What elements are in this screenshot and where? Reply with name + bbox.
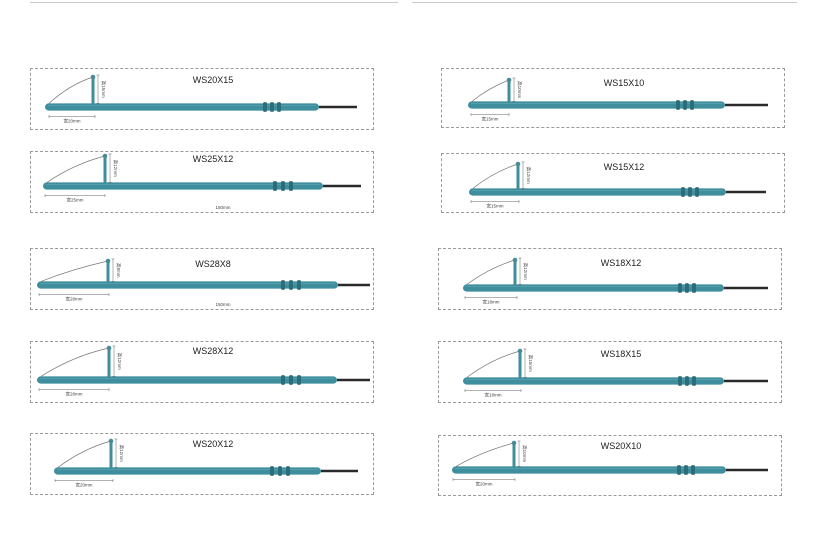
grip-ring bbox=[691, 465, 695, 475]
electrode-panel-ws25x12: 高12mm 宽25mm WS25X12 150mm bbox=[30, 151, 374, 213]
model-label: WS20X15 bbox=[192, 75, 234, 85]
cutting-wire bbox=[40, 260, 109, 282]
electrode-panel-ws18x15: 高15mm 宽18mm WS18X15 bbox=[438, 341, 782, 403]
width-label: 宽28mm bbox=[65, 296, 82, 303]
height-label: 高12mm bbox=[116, 353, 123, 370]
model-label: WS20X12 bbox=[192, 439, 234, 449]
cutting-wire bbox=[57, 440, 112, 468]
grip-ring bbox=[678, 376, 682, 386]
length-label: 150mm bbox=[215, 205, 231, 210]
cutting-wire bbox=[472, 163, 519, 189]
cutting-wire bbox=[466, 350, 521, 378]
grip-ring bbox=[685, 283, 689, 293]
width-label: 宽15mm bbox=[486, 203, 503, 210]
grip-ring bbox=[270, 102, 274, 112]
cutting-wire bbox=[471, 79, 510, 102]
top-divider-left bbox=[30, 2, 398, 3]
electrode-panel-ws20x10: 高10mm 宽20mm WS20X10 bbox=[438, 435, 782, 496]
grip-ring bbox=[676, 100, 680, 110]
electrode-shaft bbox=[469, 188, 726, 196]
electrode-drawing: 高12mm 宽28mm bbox=[37, 345, 370, 398]
electrode-panel-ws18x12: 高12mm 宽18mm WS18X12 bbox=[438, 248, 782, 310]
model-label: WS18X12 bbox=[600, 258, 642, 268]
model-label: WS15X12 bbox=[603, 162, 645, 172]
cutting-wire bbox=[466, 259, 516, 285]
height-label: 高10mm bbox=[521, 445, 528, 462]
grip-ring bbox=[690, 100, 694, 110]
model-label: WS28X12 bbox=[192, 346, 234, 356]
width-label: 宽25mm bbox=[66, 197, 83, 204]
grip-ring bbox=[289, 280, 293, 290]
grip-ring bbox=[677, 465, 681, 475]
grip-ring bbox=[297, 375, 301, 385]
grip-ring bbox=[263, 102, 267, 112]
model-label: WS20X10 bbox=[600, 441, 642, 451]
electrode-panel-ws15x12: 高12mm 宽15mm WS15X12 bbox=[441, 153, 785, 213]
grip-ring bbox=[297, 280, 301, 290]
grip-ring bbox=[692, 283, 696, 293]
grip-ring bbox=[281, 375, 285, 385]
grip-ring bbox=[692, 376, 696, 386]
model-label: WS28X8 bbox=[195, 259, 231, 269]
grip-ring bbox=[678, 283, 682, 293]
height-label: 高12mm bbox=[522, 263, 529, 280]
width-label: 宽18mm bbox=[482, 299, 499, 306]
electrode-drawing: 高12mm 宽25mm bbox=[43, 153, 361, 204]
grip-ring bbox=[289, 181, 293, 191]
grip-ring bbox=[685, 376, 689, 386]
electrode-drawing: 高15mm 宽18mm bbox=[463, 348, 768, 399]
cutting-wire bbox=[48, 76, 94, 104]
width-label: 宽20mm bbox=[75, 482, 92, 489]
width-label: 宽28mm bbox=[65, 391, 82, 398]
grip-ring bbox=[289, 375, 293, 385]
electrode-drawing: 高12mm 宽18mm bbox=[463, 257, 768, 306]
grip-ring bbox=[281, 181, 285, 191]
grip-ring bbox=[681, 187, 685, 197]
electrode-panel-ws28x12: 高12mm 宽28mm WS28X12 bbox=[30, 341, 374, 403]
model-label: WS15X10 bbox=[603, 78, 645, 88]
grip-ring bbox=[684, 465, 688, 475]
cutting-wire bbox=[455, 442, 515, 467]
width-label: 宽20mm bbox=[475, 481, 492, 488]
width-label: 宽20mm bbox=[63, 118, 80, 125]
height-label: 高8mm bbox=[115, 263, 122, 278]
electrode-shaft bbox=[463, 377, 724, 385]
grip-ring bbox=[281, 280, 285, 290]
height-label: 高10mm bbox=[516, 81, 523, 98]
grip-ring bbox=[286, 466, 290, 476]
grip-ring bbox=[683, 100, 687, 110]
electrode-drawing: 高10mm 宽20mm bbox=[452, 440, 768, 488]
electrode-panel-ws15x10: 高10mm 宽15mm WS15X10 bbox=[441, 68, 785, 128]
electrode-panel-ws28x8: 高8mm 宽28mm WS28X8 150mm bbox=[30, 248, 374, 310]
height-label: 高12mm bbox=[118, 445, 125, 462]
height-label: 高12mm bbox=[112, 160, 119, 177]
loop-cap bbox=[102, 153, 108, 159]
model-label: WS25X12 bbox=[192, 154, 234, 164]
electrode-drawing: 高12mm 宽15mm bbox=[469, 161, 766, 210]
width-label: 宽15mm bbox=[481, 116, 498, 123]
top-divider-right bbox=[412, 2, 797, 3]
width-label: 宽18mm bbox=[484, 392, 501, 399]
grip-ring bbox=[278, 466, 282, 476]
cutting-wire bbox=[46, 155, 106, 183]
cutting-wire bbox=[40, 347, 110, 377]
electrode-drawing: 高8mm 宽28mm bbox=[37, 258, 370, 303]
electrode-panel-ws20x12: 高12mm 宽20mm WS20X12 bbox=[30, 433, 374, 495]
grip-ring bbox=[270, 466, 274, 476]
length-label: 150mm bbox=[215, 302, 231, 307]
electrode-drawing: 高15mm 宽20mm bbox=[45, 74, 357, 125]
electrode-panel-ws20x15: 高15mm 宽20mm WS20X15 bbox=[30, 68, 374, 130]
height-label: 高15mm bbox=[100, 81, 107, 98]
model-label: WS18X15 bbox=[600, 349, 642, 359]
height-label: 高15mm bbox=[527, 355, 534, 372]
grip-ring bbox=[688, 187, 692, 197]
electrode-drawing: 高10mm 宽15mm bbox=[468, 77, 768, 123]
height-label: 高12mm bbox=[525, 167, 532, 184]
grip-ring bbox=[695, 187, 699, 197]
grip-ring bbox=[277, 102, 281, 112]
grip-ring bbox=[273, 181, 277, 191]
electrode-shaft bbox=[463, 284, 724, 292]
electrode-drawing: 高12mm 宽20mm bbox=[54, 438, 358, 489]
